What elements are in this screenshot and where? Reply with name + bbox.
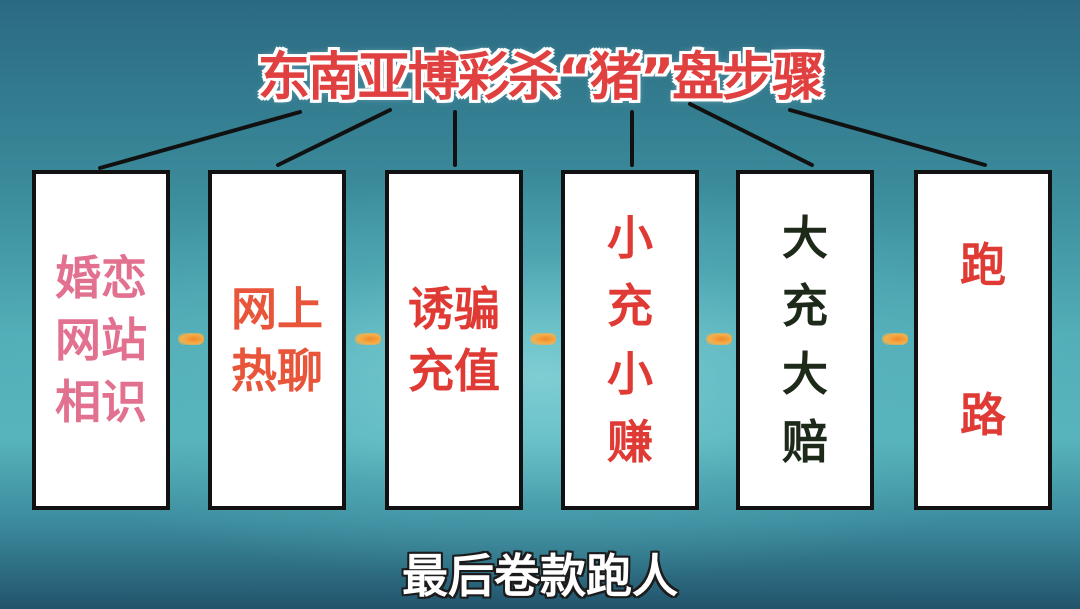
arrow-right-icon [178,333,204,345]
step-box-6: 跑 路 [914,170,1052,510]
connector-line-5 [688,102,814,167]
arrow-right-icon [882,333,908,345]
step-label-6: 跑 路 [960,238,1006,442]
step-label-2: 网上热聊 [231,282,323,398]
step-label-5: 大充大赔 [782,211,828,469]
step-box-5: 大充大赔 [736,170,874,510]
connector-line-6 [788,108,987,167]
arrow-right-icon [530,333,556,345]
step-box-2: 网上热聊 [208,170,346,510]
step-box-3: 诱骗充值 [385,170,523,510]
step-box-4: 小充小赚 [561,170,699,510]
arrow-right-icon [706,333,732,345]
connector-line-1 [98,110,302,170]
step-box-1: 婚恋网站相识 [32,170,170,510]
step-label-1: 婚恋网站相识 [55,251,147,429]
arrow-right-icon [355,333,381,345]
subtitle-caption: 最后卷款跑人 [402,549,678,603]
connector-line-2 [276,108,392,167]
diagram-title: 东南亚博彩杀“猪”盘步骤 [257,47,824,108]
step-label-4: 小充小赚 [607,211,653,469]
step-label-3: 诱骗充值 [408,282,500,398]
